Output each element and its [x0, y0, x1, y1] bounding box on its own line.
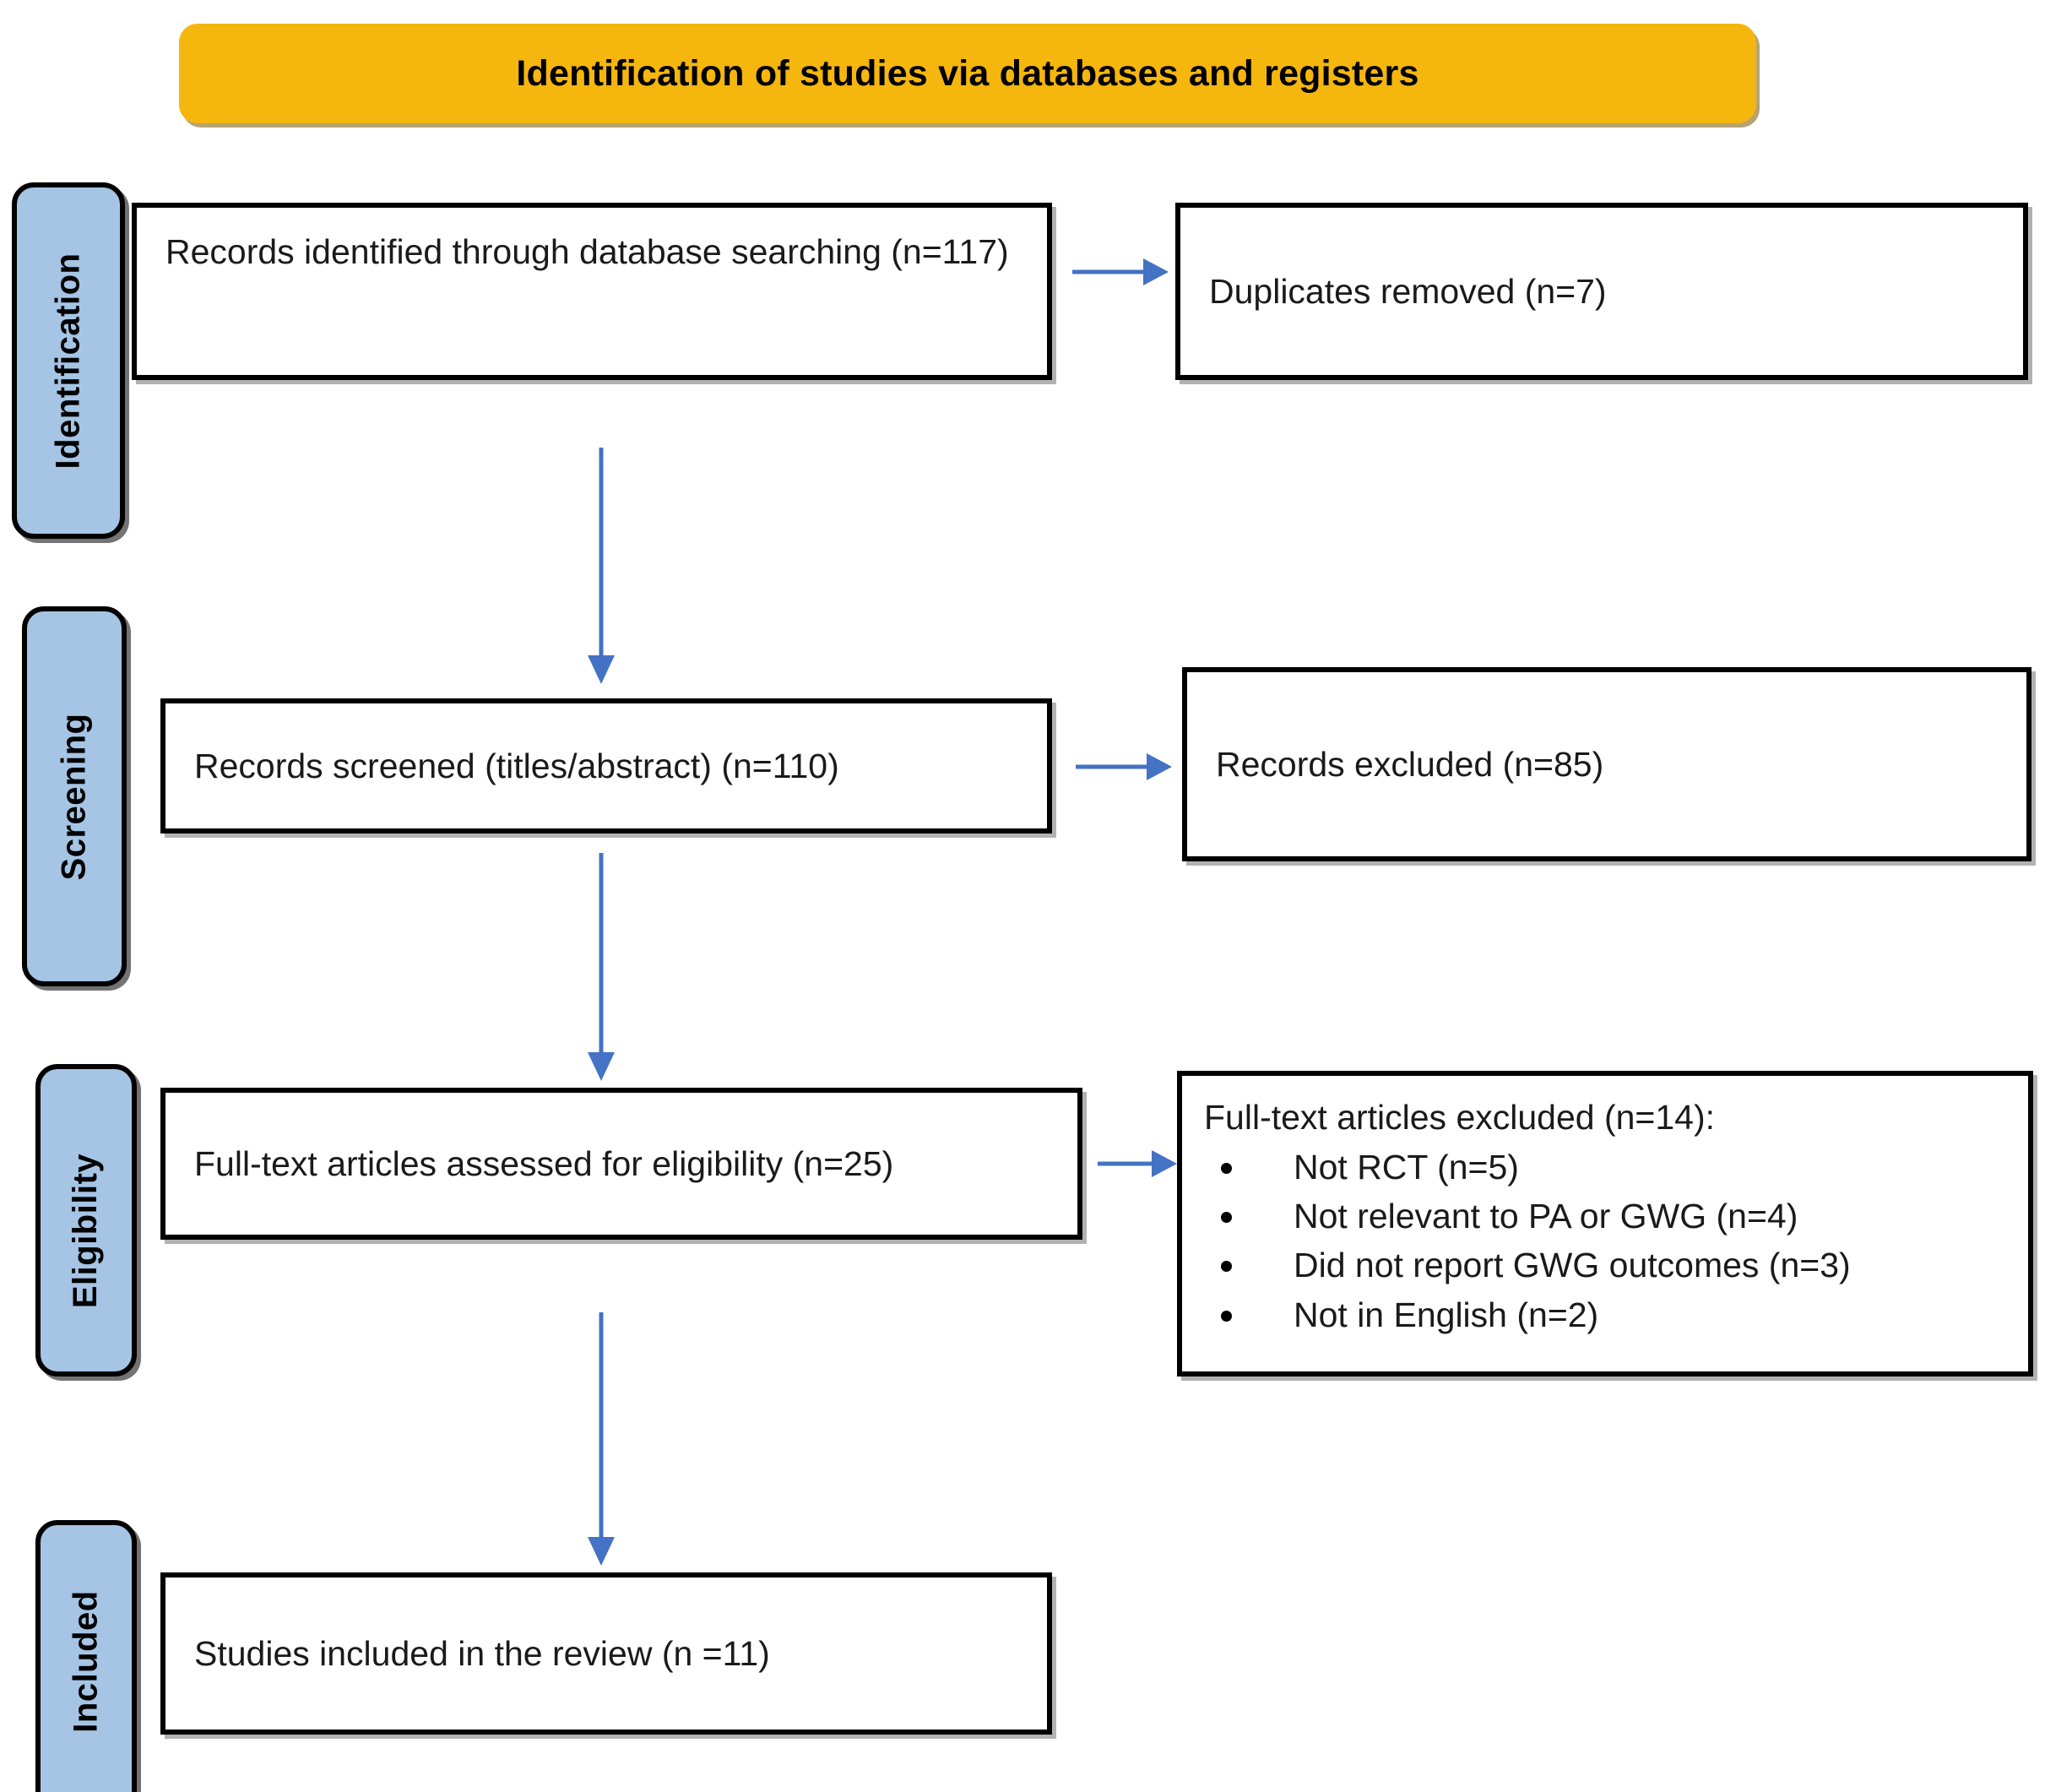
box-fulltext-excluded-title: Full-text articles excluded (n=14): — [1204, 1098, 1716, 1137]
box-studies-included-text: Studies included in the review (n =11) — [194, 1633, 770, 1673]
stage-label-included: Included — [35, 1520, 137, 1792]
stage-label-identification-text: Identification — [49, 253, 87, 469]
fulltext-excluded-reason-list: Not RCT (n=5) Not relevant to PA or GWG … — [1204, 1143, 1999, 1339]
box-records-screened-text: Records screened (titles/abstract) (n=11… — [194, 746, 839, 785]
box-records-identified-text: Records identified through database sear… — [165, 232, 1009, 271]
box-fulltext-assessed: Full-text articles assessed for eligibil… — [160, 1088, 1082, 1240]
stage-label-screening-text: Screening — [55, 713, 93, 880]
box-records-excluded: Records excluded (n=85) — [1182, 667, 2031, 861]
box-records-screened: Records screened (titles/abstract) (n=11… — [160, 698, 1052, 834]
arrow-screened-to-fulltext — [581, 851, 621, 1081]
arrow-identified-to-duplicates — [1071, 253, 1169, 291]
stage-label-eligibility-text: Eligibility — [67, 1153, 105, 1308]
box-studies-included: Studies included in the review (n =11) — [160, 1572, 1052, 1735]
list-item: Not in English (n=2) — [1204, 1290, 1999, 1339]
box-duplicates-removed-text: Duplicates removed (n=7) — [1209, 271, 1607, 311]
list-item: Did not report GWG outcomes (n=3) — [1204, 1241, 1999, 1290]
list-item: Not RCT (n=5) — [1204, 1143, 1999, 1192]
arrow-identified-to-screened — [581, 446, 621, 684]
box-duplicates-removed: Duplicates removed (n=7) — [1175, 203, 2028, 380]
stage-label-included-text: Included — [67, 1589, 105, 1733]
box-records-excluded-text: Records excluded (n=85) — [1216, 744, 1604, 784]
stage-label-eligibility: Eligibility — [35, 1064, 137, 1377]
arrow-screened-to-excluded — [1074, 748, 1172, 785]
stage-label-screening: Screening — [22, 606, 127, 986]
box-fulltext-assessed-text: Full-text articles assessed for eligibil… — [194, 1143, 894, 1183]
box-records-identified: Records identified through database sear… — [132, 203, 1052, 380]
box-fulltext-excluded: Full-text articles excluded (n=14): Not … — [1177, 1071, 2033, 1377]
diagram-title: Identification of studies via databases … — [516, 52, 1419, 94]
diagram-header-banner: Identification of studies via databases … — [179, 24, 1756, 123]
arrow-fulltext-to-excluded — [1096, 1145, 1177, 1182]
arrow-fulltext-to-included — [581, 1311, 621, 1566]
stage-label-identification: Identification — [12, 182, 125, 539]
list-item: Not relevant to PA or GWG (n=4) — [1204, 1192, 1999, 1241]
